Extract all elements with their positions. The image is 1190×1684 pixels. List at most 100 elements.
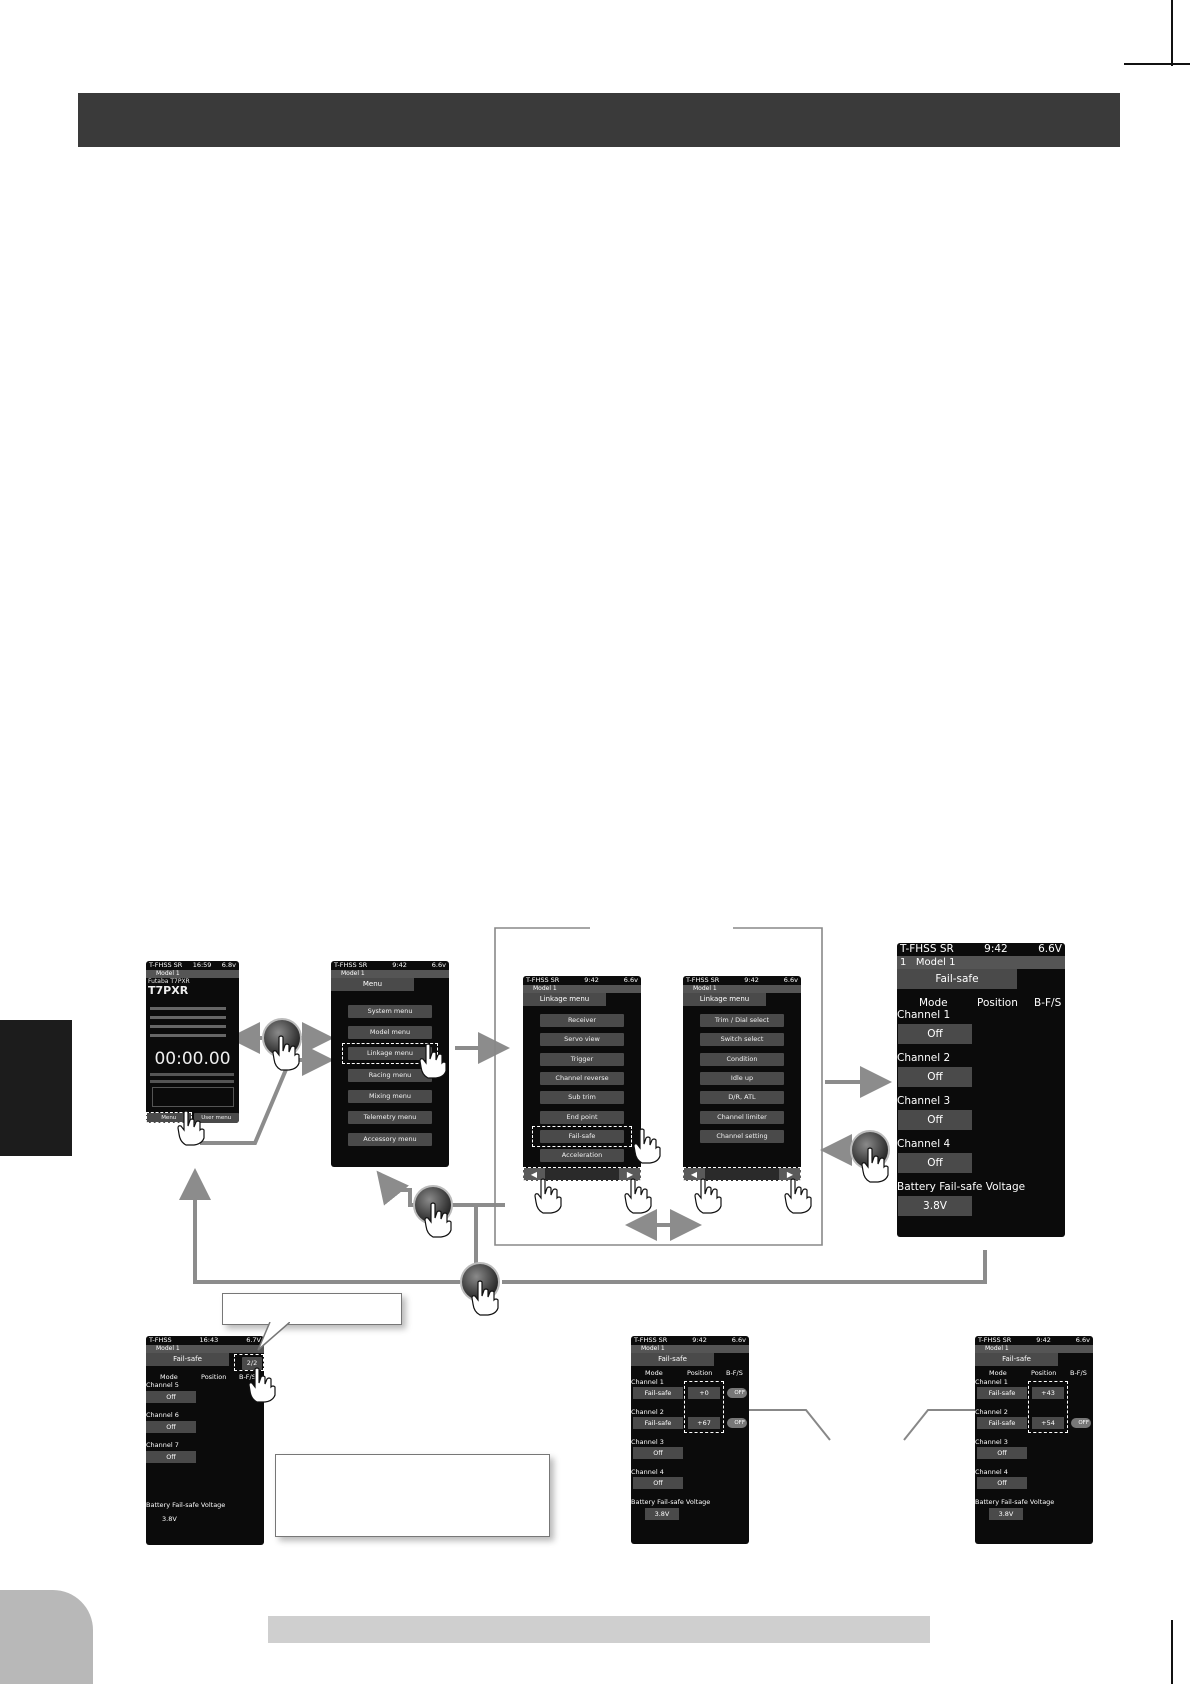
bfs-toggle[interactable]: OFF [727, 1418, 747, 1428]
menu-item-condition[interactable]: Condition [700, 1053, 784, 1066]
channel-label: Channel 5 [146, 1381, 179, 1389]
menu-item-fail-safe[interactable]: Fail-safe [540, 1130, 624, 1143]
menu-item-channel-setting[interactable]: Channel setting [700, 1130, 784, 1143]
highlight-box [342, 1043, 438, 1064]
menu-item-racing[interactable]: Racing menu [348, 1069, 432, 1082]
mode-value[interactable]: Off [633, 1477, 683, 1489]
battery-value[interactable]: 3.8V [162, 1515, 177, 1523]
menu-item-switch-select[interactable]: Switch select [700, 1033, 784, 1046]
menu-item-channel-reverse[interactable]: Channel reverse [540, 1072, 624, 1085]
mode-value[interactable]: Off [898, 1110, 972, 1130]
status-protocol: T-FHSS SR [686, 976, 720, 984]
status-protocol: T-FHSS SR [334, 961, 368, 969]
channel-label: Channel 4 [975, 1468, 1008, 1476]
model-bar: Model 1 [975, 1345, 1093, 1353]
status-time: 9:42 [584, 976, 599, 984]
status-time: 16:43 [199, 1336, 219, 1344]
page-indicator[interactable]: 2/2 [242, 1357, 262, 1370]
battery-value[interactable]: 3.8V [645, 1508, 679, 1520]
screen-title: Fail-safe [975, 1353, 1058, 1366]
menu-item-linkage[interactable]: Linkage menu [348, 1047, 432, 1060]
screen-title: Fail-safe [897, 969, 1017, 989]
status-battery: 6.6v [783, 976, 798, 984]
position-value[interactable]: +54 [1032, 1417, 1064, 1429]
channel-label: Channel 7 [146, 1441, 179, 1449]
menu-item-receiver[interactable]: Receiver [540, 1014, 624, 1027]
battery-label: Battery Fail-safe Voltage [975, 1498, 1055, 1506]
mode-value[interactable]: Off [146, 1421, 196, 1433]
status-battery: 6.6v [431, 961, 446, 969]
next-page-icon[interactable]: ▶ [619, 1168, 641, 1181]
column-position: Position [687, 1369, 713, 1377]
channel-label: Channel 4 [631, 1468, 664, 1476]
column-position: Position [977, 997, 1018, 1009]
menu-button[interactable]: Menu [146, 1113, 192, 1123]
status-battery: 6.8v [221, 961, 236, 969]
menu-item-acceleration[interactable]: Acceleration [540, 1149, 624, 1162]
menu-item-servo-view[interactable]: Servo view [540, 1033, 624, 1046]
user-menu-button[interactable]: User menu [193, 1113, 239, 1123]
menu-item-trigger[interactable]: Trigger [540, 1053, 624, 1066]
status-protocol: T-FHSS SR [634, 1336, 668, 1344]
position-value[interactable]: +67 [688, 1417, 720, 1429]
crop-mark [1171, 0, 1173, 66]
menu-item-idle-up[interactable]: Idle up [700, 1072, 784, 1085]
model-bar: Model 1 [146, 1345, 264, 1353]
chapter-side-tab [0, 1020, 72, 1156]
touch-hand-icon [534, 1178, 562, 1214]
column-bfs: B-F/S [1034, 997, 1062, 1009]
menu-item-end-point[interactable]: End point [540, 1111, 624, 1124]
menu-item-trim-dial-select[interactable]: Trim / Dial select [700, 1014, 784, 1027]
channel-label: Channel 1 [897, 1009, 951, 1021]
battery-value[interactable]: 3.8V [898, 1196, 972, 1216]
menu-item-channel-limiter[interactable]: Channel limiter [700, 1111, 784, 1124]
mode-value[interactable]: Fail-safe [633, 1387, 683, 1399]
next-page-icon[interactable]: ▶ [779, 1168, 801, 1181]
column-mode: Mode [919, 997, 948, 1009]
status-battery: 6.6V [1038, 943, 1062, 955]
crop-mark [1124, 63, 1190, 65]
position-value[interactable]: +0 [688, 1387, 720, 1399]
status-protocol: T-FHSS SR [900, 943, 954, 955]
mode-value[interactable]: Off [898, 1067, 972, 1087]
mode-value[interactable]: Fail-safe [977, 1387, 1027, 1399]
screen-title: Linkage menu [523, 993, 606, 1006]
battery-value[interactable]: 3.8V [989, 1508, 1023, 1520]
model-bar: Model 1 [331, 970, 449, 978]
mode-value[interactable]: Fail-safe [633, 1417, 683, 1429]
mode-value[interactable]: Off [898, 1153, 972, 1173]
touch-hand-icon [419, 1043, 447, 1079]
mode-value[interactable]: Fail-safe [977, 1417, 1027, 1429]
menu-item-system[interactable]: System menu [348, 1005, 432, 1018]
mode-value[interactable]: Off [146, 1451, 196, 1463]
prev-page-icon[interactable]: ◀ [523, 1168, 545, 1181]
mode-value[interactable]: Off [146, 1391, 196, 1403]
bfs-toggle[interactable]: OFF [1071, 1418, 1091, 1428]
position-value[interactable]: +43 [1032, 1387, 1064, 1399]
menu-item-dr-atl[interactable]: D/R, ATL [700, 1091, 784, 1104]
menu-item-model[interactable]: Model menu [348, 1026, 432, 1039]
timer-display: 00:00.00 [154, 1049, 231, 1069]
mode-value[interactable]: Off [977, 1477, 1027, 1489]
column-mode: Mode [645, 1369, 663, 1377]
touch-hand-icon [633, 1128, 661, 1164]
mode-value[interactable]: Off [898, 1024, 972, 1044]
menu-item-sub-trim[interactable]: Sub trim [540, 1091, 624, 1104]
bfs-toggle[interactable]: OFF [727, 1388, 747, 1398]
menu-item-mixing[interactable]: Mixing menu [348, 1090, 432, 1103]
callout-pointer [257, 1322, 290, 1351]
crop-mark [1171, 1620, 1173, 1684]
prev-page-icon[interactable]: ◀ [683, 1168, 705, 1181]
touch-hand-icon [784, 1178, 812, 1214]
note-box [275, 1454, 550, 1537]
menu-item-accessory[interactable]: Accessory menu [348, 1133, 432, 1146]
mode-value[interactable]: Off [633, 1447, 683, 1459]
menu-item-telemetry[interactable]: Telemetry menu [348, 1111, 432, 1124]
column-bfs: B-F/S [1070, 1369, 1087, 1377]
mode-value[interactable]: Off [977, 1447, 1027, 1459]
page-nav-bar: ◀ ▶ [523, 1168, 641, 1181]
